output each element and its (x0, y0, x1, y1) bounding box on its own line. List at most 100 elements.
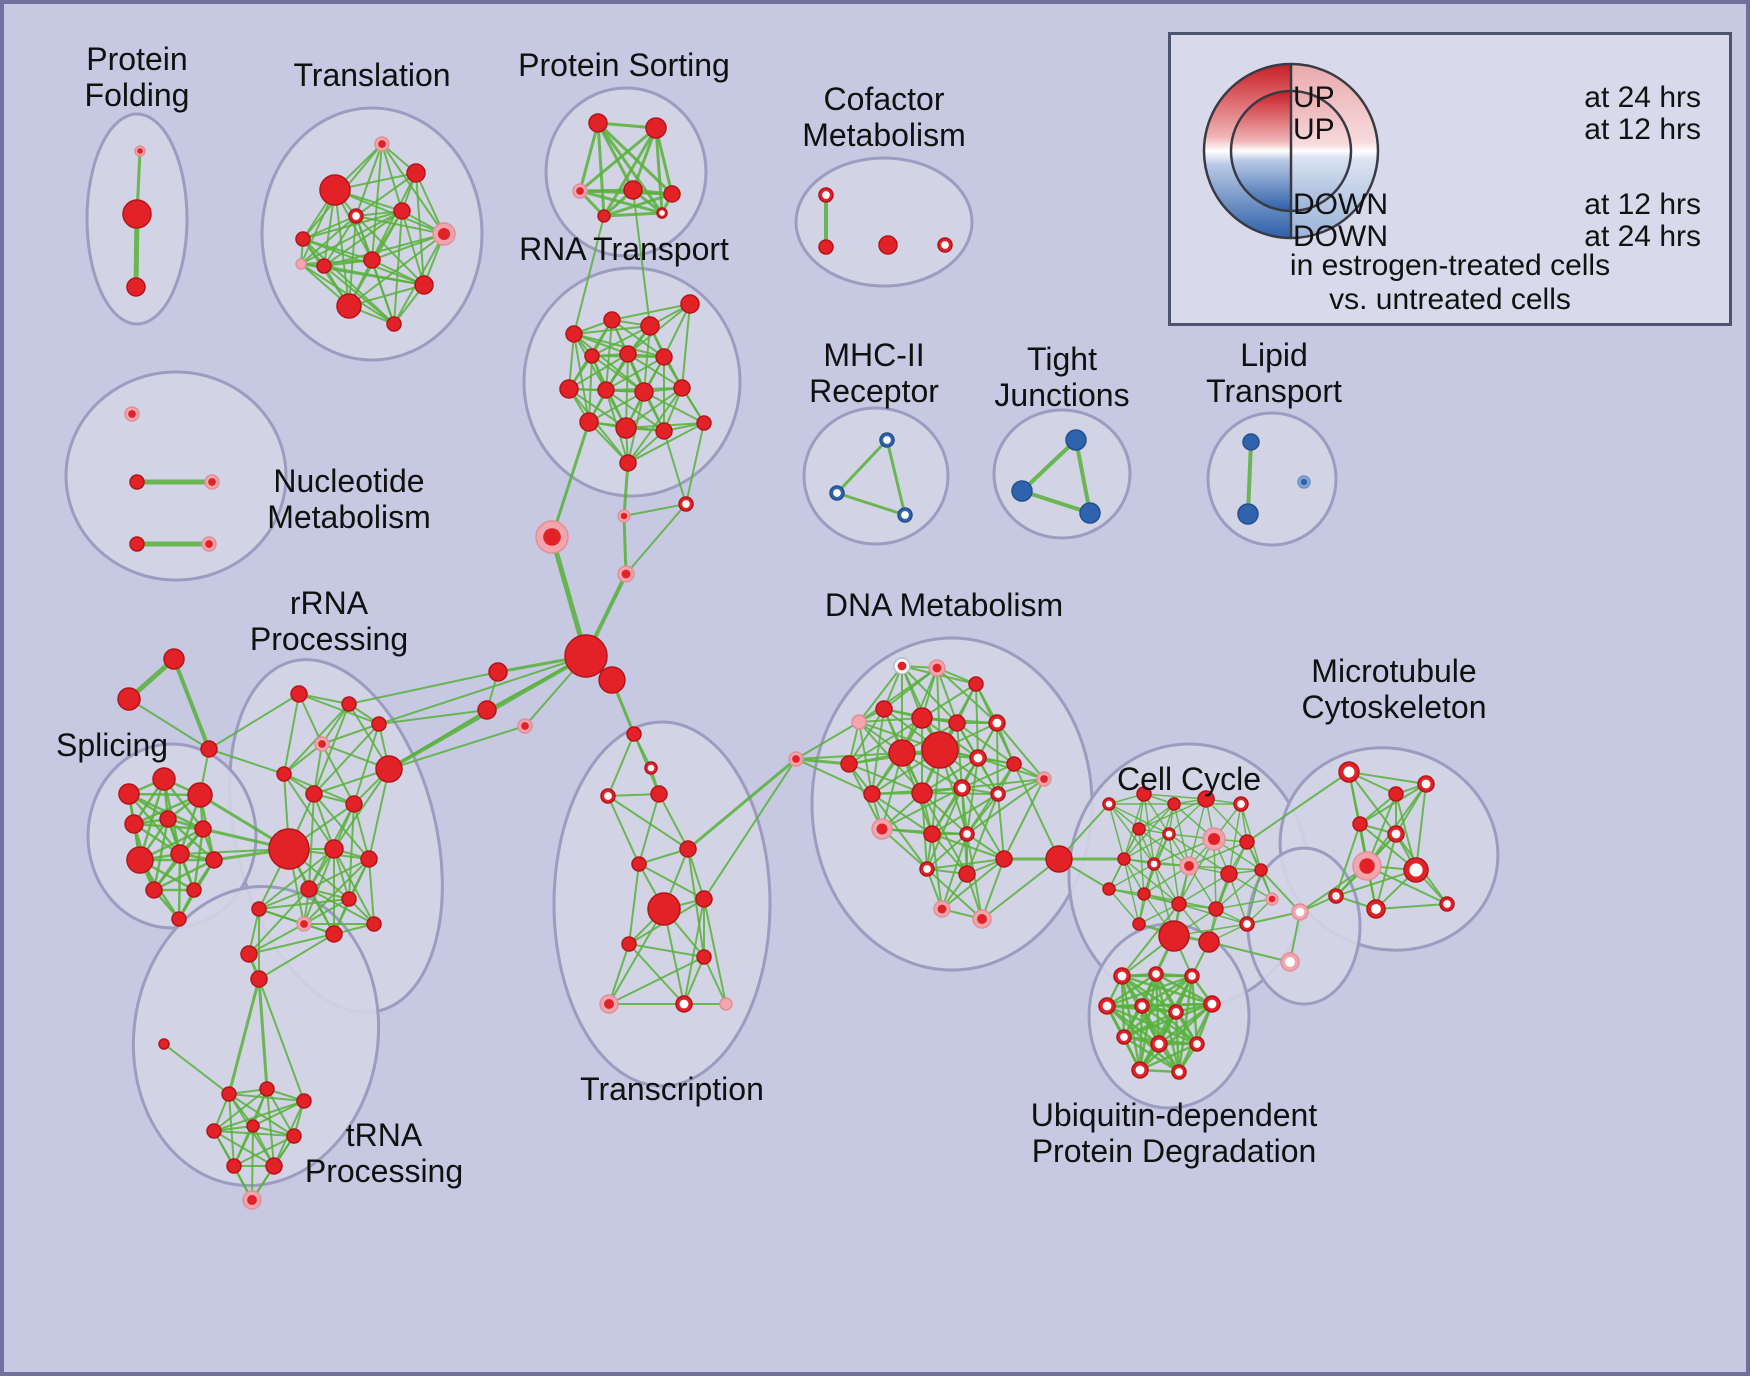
network-edge (607, 795, 689, 850)
node-tc4 (647, 892, 681, 926)
node-ps4 (663, 185, 681, 203)
node-tn4 (296, 1093, 312, 1109)
network-edge (573, 333, 629, 355)
node-core-mc4 (1391, 829, 1401, 839)
node-s8 (205, 851, 223, 869)
node-s9 (145, 881, 163, 899)
legend-caption-line1: in estrogen-treated cells (1289, 249, 1611, 282)
network-edge (1123, 833, 1170, 860)
node-core-rr13 (300, 920, 308, 928)
network-edge (302, 215, 357, 240)
network-edge (611, 319, 665, 358)
cluster-tight-junctions (992, 408, 1132, 540)
network-edge (1366, 783, 1427, 867)
network-edge (1415, 783, 1427, 871)
node-core-b0 (792, 755, 800, 763)
network-edge (1215, 869, 1262, 910)
network-edge (607, 733, 635, 797)
network-edge (622, 514, 628, 576)
network-edge (1140, 974, 1194, 1008)
node-core-m2 (543, 528, 561, 546)
network-edge (368, 768, 390, 860)
node-tn2 (221, 1086, 237, 1102)
node-cc2 (1167, 797, 1181, 811)
network-edge (1074, 438, 1092, 515)
network-edge (997, 793, 1005, 860)
node-core-mh1 (833, 489, 841, 497)
node-core-t1 (378, 140, 386, 148)
node-tc9 (719, 997, 733, 1011)
network-edge (313, 793, 335, 850)
node-rt7 (559, 379, 579, 399)
network-edge (348, 803, 355, 900)
node-nm1 (129, 474, 145, 490)
legend-glyph (1202, 62, 1380, 240)
legend-inner-left-half (1231, 91, 1291, 211)
cluster-nucleotide-metabolism (64, 370, 288, 582)
node-core-trb (647, 764, 655, 772)
cluster-mhc-ii-receptor (802, 406, 950, 546)
node-rt14 (696, 415, 712, 431)
node-core-dm15 (957, 783, 967, 793)
node-a2 (200, 740, 218, 758)
network-edge (258, 933, 335, 980)
node-rt2 (640, 316, 660, 336)
network-edge (573, 333, 590, 423)
node-dm12 (1006, 756, 1022, 772)
node-rr5 (276, 766, 292, 782)
legend-direction-label: DOWN (1293, 220, 1388, 253)
network-edge (213, 1130, 275, 1167)
network-edge (628, 943, 685, 1005)
network-edge (596, 121, 664, 215)
network-edge (588, 391, 645, 423)
network-edge (871, 708, 885, 795)
network-edge (1215, 898, 1273, 910)
node-core-x1 (1295, 907, 1305, 917)
node-rr12 (341, 891, 357, 907)
node-rr4 (375, 755, 403, 783)
network-edge (228, 1093, 305, 1102)
network-edge (681, 303, 691, 389)
node-lt1 (1237, 503, 1259, 525)
node-tc1 (650, 785, 668, 803)
network-edge (308, 888, 375, 925)
network-edge (258, 908, 335, 935)
network-edge (334, 189, 350, 307)
network-edge (858, 721, 873, 795)
network-edge (128, 698, 210, 750)
network-edge (333, 848, 375, 925)
network-edge (883, 667, 938, 710)
cluster-translation (260, 106, 484, 362)
node-core-t6 (437, 227, 451, 241)
node-dm9 (888, 739, 916, 767)
network-edge (573, 215, 605, 335)
node-core-nm0 (128, 410, 136, 418)
network-edge (1260, 869, 1301, 913)
node-tn6 (246, 1119, 260, 1133)
network-edge (608, 956, 705, 1005)
network-edge (926, 787, 963, 870)
network-edge (323, 210, 403, 267)
node-cc1 (1136, 786, 1152, 802)
node-core-ub9 (1193, 1040, 1201, 1048)
node-core-nm4 (205, 540, 213, 548)
node-core-dm25 (977, 914, 987, 924)
network-edge (663, 303, 691, 358)
node-dm10 (921, 731, 959, 769)
network-edge (628, 943, 705, 958)
network-edge (1228, 873, 1248, 925)
node-core-mc0 (1343, 766, 1355, 778)
node-core-dm7 (992, 718, 1002, 728)
network-edge (1178, 873, 1230, 905)
network-edge (302, 238, 395, 325)
node-cc17 (1208, 901, 1224, 917)
node-h1 (477, 700, 497, 720)
network-edge (355, 215, 445, 235)
network-edge (323, 215, 357, 267)
node-dm2 (968, 676, 984, 692)
node-core-tc7 (604, 999, 614, 1009)
